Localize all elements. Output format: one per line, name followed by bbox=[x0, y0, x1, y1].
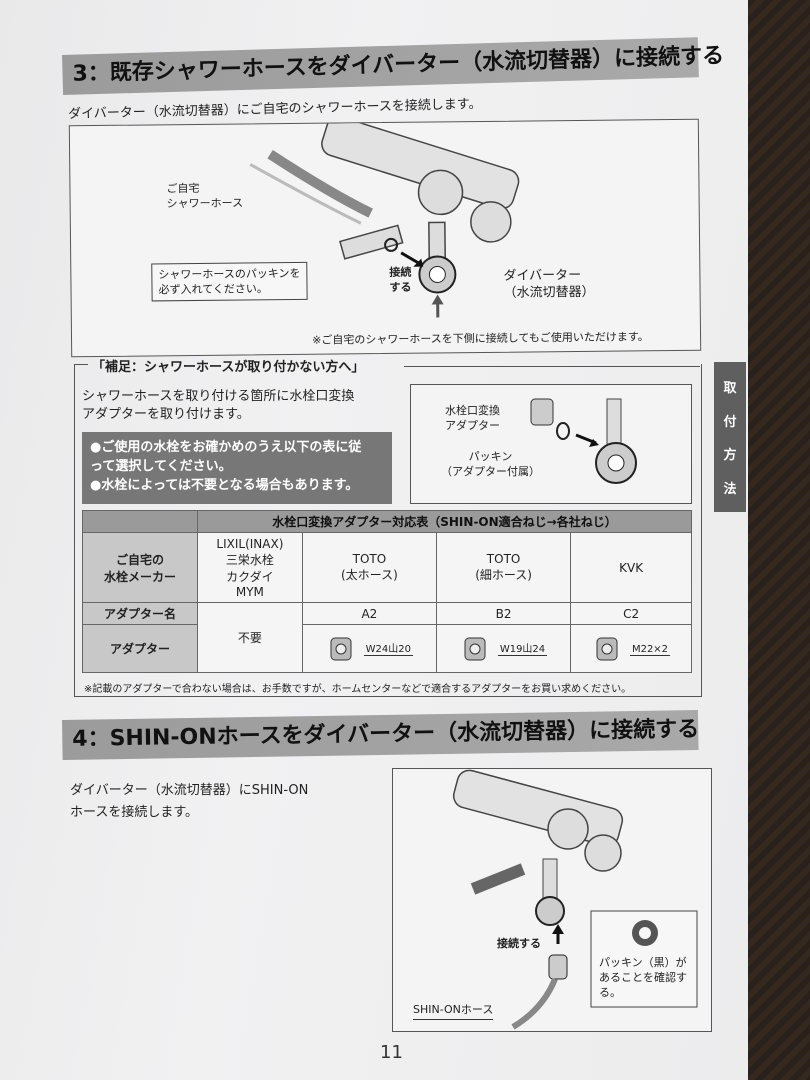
adapter-b2-icon bbox=[464, 637, 486, 660]
page-number: 11 bbox=[380, 1042, 403, 1063]
table-title: 水栓口変換アダプター対応表（SHIN-ON適合ねじ→各社ねじ） bbox=[197, 510, 692, 533]
adapter-name-c2: C2 bbox=[570, 602, 692, 625]
adapter-c2-icon bbox=[596, 637, 618, 660]
label-connect: 接続する bbox=[389, 265, 412, 294]
label-connect-shinon: 接続する bbox=[497, 937, 541, 950]
section4-illustration-box: 接続する パッキン（黒）があることを確認する。 SHIN-ONホース bbox=[392, 768, 712, 1032]
section3-heading: 3：既存シャワーホースをダイバーター（水流切替器）に接続する bbox=[62, 37, 724, 95]
side-tab-installation: 取付 方法 bbox=[714, 362, 746, 512]
label-home-shower-hose: ご自宅シャワーホース bbox=[166, 181, 244, 211]
adapter-illustration-box: 水栓口変換アダプター パッキン（アダプター付属） bbox=[410, 384, 692, 504]
maker-toto-thin: TOTO(細ホース) bbox=[435, 532, 572, 603]
section4-heading: 4：SHIN-ONホースをダイバーター（水流切替器）に接続する bbox=[62, 710, 699, 760]
shinon-diagram bbox=[452, 769, 698, 1030]
adapter-name-b2: B2 bbox=[435, 602, 572, 625]
background-surface bbox=[748, 0, 810, 1080]
label-packing-note: シャワーホースのパッキンを必ず入れてください。 bbox=[151, 261, 308, 302]
adapter-b2-cell: W19山24 bbox=[435, 624, 572, 673]
manual-page: 3：既存シャワーホースをダイバーター（水流切替器）に接続する ダイバーター（水流… bbox=[0, 0, 748, 1080]
row-header-name: アダプター名 bbox=[82, 602, 198, 625]
adapter-c2-cell: M22×2 bbox=[570, 624, 692, 673]
section3-intro: ダイバーター（水流切替器）にご自宅のシャワーホースを接続します。 bbox=[67, 96, 482, 123]
row-header-maker: ご自宅の水栓メーカー bbox=[82, 532, 198, 603]
label-diverter: ダイバーター（水流切替器） bbox=[503, 267, 595, 301]
table-note: ※記載のアダプターで合わない場合は、お手数ですが、ホームセンターなどで適合するア… bbox=[84, 684, 632, 695]
label-packing-check: パッキン（黒）があることを確認する。 bbox=[599, 956, 687, 999]
adapter-c2-spec: M22×2 bbox=[629, 644, 671, 656]
supplement-line-right bbox=[404, 366, 700, 367]
section3-illustration-box: ご自宅シャワーホース シャワーホースのパッキンを必ず入れてください。 接続する … bbox=[68, 118, 702, 358]
supplement-title: 「補足：シャワーホースが取り付かない方へ」 bbox=[92, 360, 365, 375]
row-header-adapter: アダプター bbox=[82, 624, 198, 673]
adapter-table: 水栓口変換アダプター対応表（SHIN-ON適合ねじ→各社ねじ） ご自宅の水栓メー… bbox=[82, 510, 692, 673]
faucet-diagram bbox=[249, 119, 520, 318]
table-corner bbox=[82, 510, 198, 533]
supplement-line-left bbox=[74, 364, 88, 365]
supplement-warning: ●ご使用の水栓をお確かめのうえ以下の表に従 って選択してください。 ●水栓によっ… bbox=[82, 432, 392, 504]
supplement-text: シャワーホースを取り付ける箇所に水栓口変換アダプターを取り付けます。 bbox=[82, 389, 355, 422]
adapter-a2-icon bbox=[330, 637, 352, 660]
adapter-diagram bbox=[530, 398, 637, 484]
adapter-name-a2: A2 bbox=[301, 602, 437, 625]
label-adapter: 水栓口変換アダプター bbox=[445, 404, 500, 432]
adapter-a2-spec: W24山20 bbox=[363, 644, 413, 656]
supplement-frame bbox=[74, 364, 702, 697]
not-needed-cell: 不要 bbox=[197, 602, 303, 673]
maker-toto-thick: TOTO(太ホース) bbox=[301, 532, 437, 603]
adapter-a2-cell: W24山20 bbox=[301, 624, 437, 673]
label-packing-attached: パッキン（アダプター付属） bbox=[441, 450, 540, 478]
maker-kvk: KVK bbox=[570, 532, 692, 603]
label-shinon-hose: SHIN-ONホース bbox=[413, 1001, 494, 1020]
adapter-b2-spec: W19山24 bbox=[497, 644, 548, 656]
